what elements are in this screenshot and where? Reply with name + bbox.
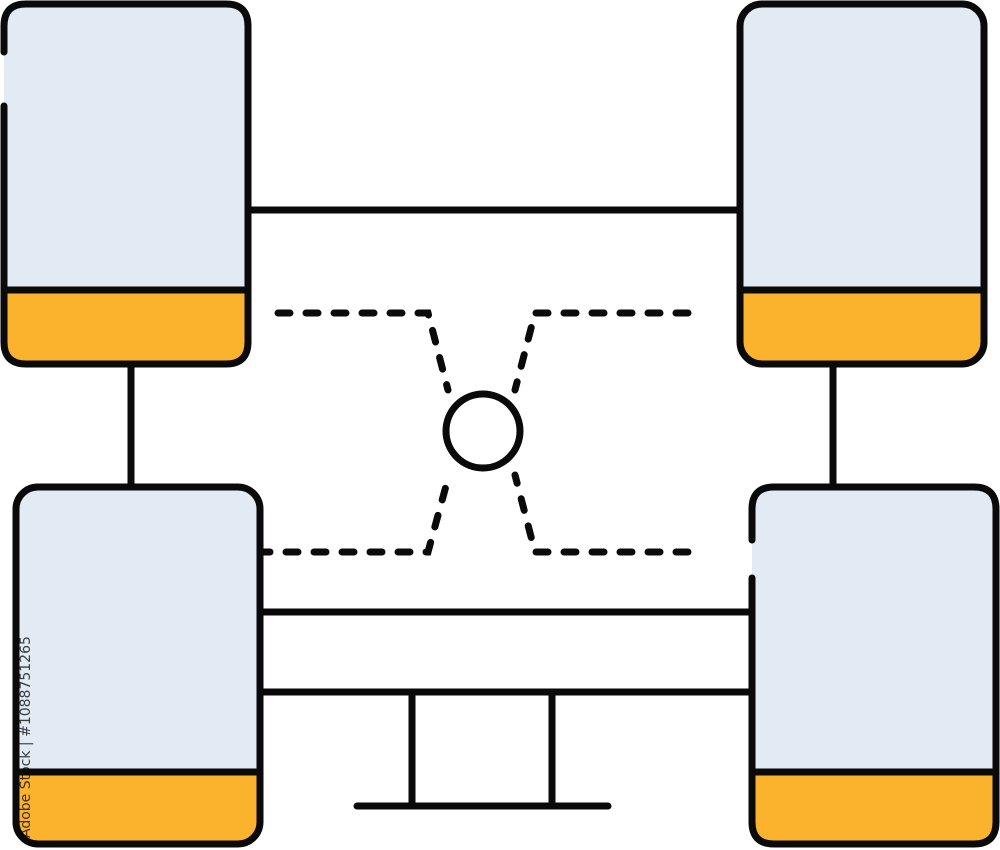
network-hub-node: [442, 390, 524, 472]
device-bottom-right-outline: [748, 483, 1000, 848]
device-top-left: [0, 0, 252, 368]
monitor-outline: [244, 206, 756, 810]
network-path-top-left: [274, 309, 452, 394]
network-paths: [254, 309, 692, 556]
network-path-bottom-right: [511, 471, 692, 556]
device-top-right: [736, 0, 988, 368]
device-bottom-left-outline: [12, 483, 264, 848]
device-top-left-base: [4, 290, 248, 364]
device-bottom-left: [12, 483, 264, 848]
device-bottom-right: [748, 483, 1000, 848]
device-bottom-right-base: [752, 772, 996, 844]
device-top-right-base: [740, 290, 984, 364]
device-top-left-outline: [0, 0, 252, 368]
device-bottom-left-base: [16, 772, 260, 844]
device-top-right-outline: [736, 0, 988, 368]
watermark-text: Adobe Stock | #1088751265: [18, 636, 34, 838]
network-path-bottom-left: [254, 471, 453, 556]
network-path-top-right: [511, 309, 692, 394]
